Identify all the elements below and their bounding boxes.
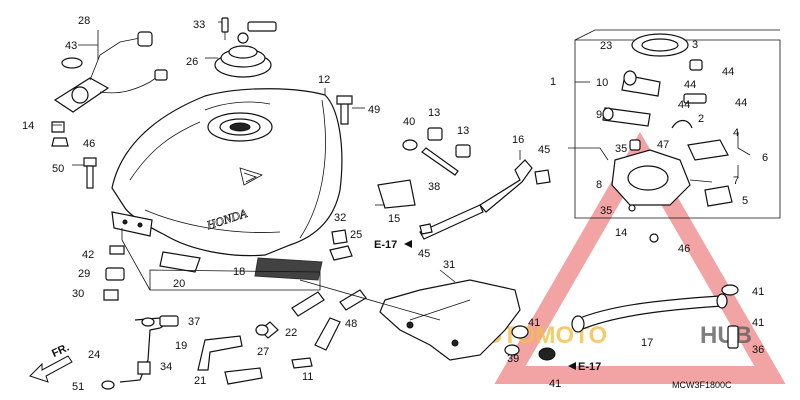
callout-45-center: 45 xyxy=(418,248,430,260)
callout-numbers: 28 43 33 26 14 46 50 12 49 40 13 13 38 1… xyxy=(22,15,768,393)
callout-47: 47 xyxy=(657,139,669,151)
callout-28: 28 xyxy=(78,15,90,27)
callout-38: 38 xyxy=(428,181,440,193)
callout-50: 50 xyxy=(52,163,64,175)
callout-41-a: 41 xyxy=(752,286,764,298)
callout-21: 21 xyxy=(194,375,206,387)
callout-41-c: 41 xyxy=(528,317,540,329)
heat-guard xyxy=(379,279,521,361)
callout-41-d: 41 xyxy=(549,378,561,390)
callout-20: 20 xyxy=(173,278,185,290)
fuel-tank: HONDA xyxy=(111,88,343,257)
center-parts xyxy=(329,127,551,261)
callout-26: 26 xyxy=(186,56,198,68)
callout-3: 3 xyxy=(692,39,698,51)
diagram-code: MCW3F1800C xyxy=(672,380,732,390)
callout-44-b: 44 xyxy=(684,79,696,91)
callout-43: 43 xyxy=(65,40,77,52)
callout-48: 48 xyxy=(345,318,357,330)
callout-13-a: 13 xyxy=(428,107,440,119)
callout-44-a: 44 xyxy=(722,66,734,78)
callout-14-left: 14 xyxy=(22,120,34,132)
callout-1: 1 xyxy=(550,76,556,88)
callout-2: 2 xyxy=(698,113,704,125)
callout-34: 34 xyxy=(160,361,172,373)
callout-6: 6 xyxy=(762,152,768,164)
callout-30: 30 xyxy=(72,288,84,300)
callout-35-b: 35 xyxy=(600,205,612,217)
callout-18: 18 xyxy=(233,266,245,278)
callout-39: 39 xyxy=(507,353,519,365)
ref-e17-bottom: E-17 xyxy=(578,361,601,373)
callout-16: 16 xyxy=(512,134,524,146)
callout-11: 11 xyxy=(302,371,313,383)
hoses-bottom xyxy=(197,289,367,385)
callout-45-right: 45 xyxy=(538,144,550,156)
callout-12: 12 xyxy=(318,74,330,86)
callout-44-c: 44 xyxy=(735,97,747,109)
fuel-line xyxy=(504,284,739,361)
callout-17: 17 xyxy=(641,337,653,349)
callout-42: 42 xyxy=(82,249,94,261)
callout-7: 7 xyxy=(733,175,739,187)
callout-10: 10 xyxy=(596,77,608,89)
watermark-word-2: HUB xyxy=(700,322,752,349)
callout-49: 49 xyxy=(368,104,380,116)
front-arrow: FR. xyxy=(29,342,73,383)
callout-19: 19 xyxy=(175,340,187,352)
watermark-triangle xyxy=(494,132,786,384)
rubber-pads xyxy=(159,251,323,281)
callout-15: 15 xyxy=(388,213,400,225)
callout-9: 9 xyxy=(596,109,602,121)
callout-46-right: 46 xyxy=(678,243,690,255)
fuel-pump-assembly xyxy=(574,29,781,243)
callout-8: 8 xyxy=(596,179,602,191)
callout-14-right: 14 xyxy=(615,227,627,239)
callout-46-left: 46 xyxy=(83,138,95,150)
callout-5: 5 xyxy=(742,195,748,207)
fuel-level-sender xyxy=(53,31,168,113)
small-parts-left xyxy=(51,95,353,390)
callout-44-d: 44 xyxy=(678,99,690,111)
callout-31: 31 xyxy=(443,259,455,271)
fuel-cap xyxy=(214,17,277,78)
callout-24: 24 xyxy=(88,349,100,361)
callout-29: 29 xyxy=(78,268,90,280)
callout-41-b: 41 xyxy=(752,317,764,329)
reference-marks: E-17 E-17 xyxy=(374,239,601,373)
callout-33: 33 xyxy=(193,19,205,31)
callout-35-a: 35 xyxy=(615,143,627,155)
callout-36: 36 xyxy=(752,344,764,356)
leader-lines xyxy=(52,21,751,321)
callout-22: 22 xyxy=(285,327,297,339)
callout-37: 37 xyxy=(188,316,200,328)
callout-27: 27 xyxy=(257,346,269,358)
callout-23: 23 xyxy=(600,40,612,52)
callout-32: 32 xyxy=(334,212,346,224)
callout-13-b: 13 xyxy=(457,125,469,137)
ref-e17-center: E-17 xyxy=(374,239,397,251)
callout-51: 51 xyxy=(72,381,84,393)
callout-4: 4 xyxy=(733,127,739,139)
callout-40: 40 xyxy=(403,116,415,128)
callout-25: 25 xyxy=(350,229,362,241)
